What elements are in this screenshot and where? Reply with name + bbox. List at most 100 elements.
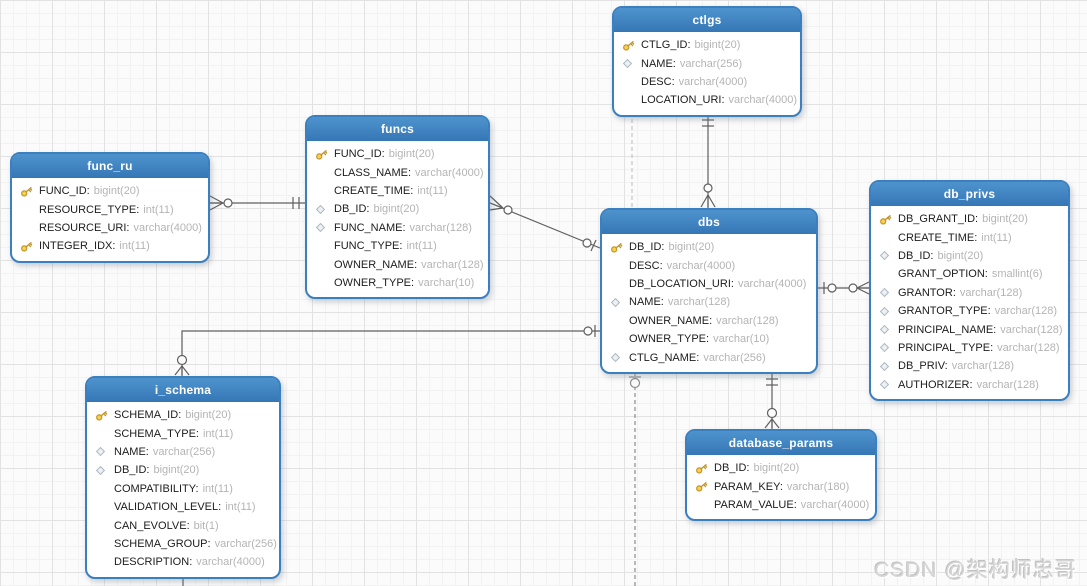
table-funcs[interactable]: funcsFUNC_IDbigint(20)CLASS_NAMEvarchar(…: [305, 115, 490, 300]
column-name: CREATE_TIME: [898, 232, 977, 244]
key-icon-slot: [609, 240, 629, 255]
column-row[interactable]: DB_IDbigint(20): [307, 200, 488, 218]
column-type: bigint(20): [753, 462, 800, 475]
column-row[interactable]: NAMEvarchar(256): [87, 443, 279, 461]
table-columns: DB_ID bigint(20) PARAM_KEYvarchar(180)PARA…: [687, 455, 875, 519]
column-name: CREATE_TIME: [334, 185, 413, 197]
column-name: PRINCIPAL_TYPE: [898, 342, 993, 354]
column-row[interactable]: DB_PRIVvarchar(128): [871, 357, 1068, 375]
column-row[interactable]: GRANTORvarchar(128): [871, 284, 1068, 302]
column-row[interactable]: CAN_EVOLVEbit(1): [87, 516, 279, 534]
column-row[interactable]: OWNER_TYPEvarchar(10): [602, 330, 816, 348]
column-row[interactable]: VALIDATION_LEVELint(11): [87, 498, 279, 516]
column-row[interactable]: OWNER_TYPEvarchar(10): [307, 274, 488, 292]
column-type: varchar(10): [713, 333, 770, 346]
column-row[interactable]: CLASS_NAME varchar(4000): [307, 163, 488, 181]
column-name: FUNC_NAME: [334, 222, 406, 234]
column-row[interactable]: DESCRIPTIONvarchar(4000): [87, 553, 279, 571]
column-row[interactable]: LOCATION_URIvarchar(4000): [614, 91, 800, 109]
column-row[interactable]: INTEGER_IDXint(11): [12, 237, 208, 255]
table-columns: DB_IDbigint(20)DESCvarchar(4000)DB_LOCAT…: [602, 234, 816, 372]
key-icon-slot: [94, 408, 114, 423]
column-row[interactable]: PARAM_VALUEvarchar(4000): [687, 496, 875, 514]
column-row[interactable]: SCHEMA_GROUPvarchar(256): [87, 535, 279, 553]
column-type: int(11): [202, 427, 234, 440]
column-row[interactable]: RESOURCE_TYPEint(11): [12, 200, 208, 218]
column-row[interactable]: CTLG_IDbigint(20): [614, 36, 800, 54]
table-func_ru[interactable]: func_ruFUNC_IDbigint(20)RESOURCE_TYPEint…: [10, 152, 210, 263]
column-name: OWNER_TYPE: [334, 277, 414, 289]
column-type: bigint(20): [93, 185, 140, 198]
column-row[interactable]: RESOURCE_URIvarchar(4000): [12, 219, 208, 237]
column-name: OWNER_NAME: [629, 315, 712, 327]
column-row[interactable]: DB_ID bigint(20): [687, 459, 875, 477]
column-row[interactable]: FUNC_IDbigint(20): [307, 145, 488, 163]
table-ctlgs[interactable]: ctlgsCTLG_IDbigint(20)NAMEvarchar(256)DE…: [612, 6, 802, 117]
column-type: varchar(128): [409, 221, 472, 234]
key-icon: [696, 463, 708, 474]
column-name: CTLG_ID: [641, 39, 691, 51]
column-row[interactable]: DB_GRANT_IDbigint(20): [871, 210, 1068, 228]
column-row[interactable]: OWNER_NAME varchar(128): [602, 312, 816, 330]
column-name: CLASS_NAME: [334, 167, 411, 179]
column-row[interactable]: AUTHORIZERvarchar(128): [871, 376, 1068, 394]
table-database_params[interactable]: database_paramsDB_IDbigint(20)PARAM_KEYv…: [685, 429, 877, 522]
column-name: DB_GRANT_ID: [898, 213, 978, 225]
column-row[interactable]: DB_IDbigint(20): [87, 461, 279, 479]
relationship-ctlgs-dbs[interactable]: [700, 112, 716, 208]
column-row[interactable]: FUNC_TYPEint(11): [307, 237, 488, 255]
column-row[interactable]: SCHEMA_IDbigint(20): [87, 406, 279, 424]
diamond-icon: [622, 58, 633, 69]
column-row[interactable]: DB_IDbigint(20): [871, 247, 1068, 265]
relationship-dbs-db_privs[interactable]: [818, 281, 870, 295]
key-icon: [623, 40, 635, 51]
column-type: varchar(128): [716, 314, 779, 327]
table-db_privs[interactable]: db_privsDB_GRANT_IDbigint(20)CREATE_TIME…: [869, 180, 1070, 401]
column-name: DB_ID: [714, 462, 749, 474]
column-row[interactable]: DESCvarchar(4000): [614, 73, 800, 91]
column-row[interactable]: SCHEMA_TYPEint(11): [87, 424, 279, 442]
relationship-dbs-database_params[interactable]: [764, 372, 780, 429]
column-row[interactable]: NAMEvarchar(256): [614, 54, 800, 72]
column-name: SCHEMA_TYPE: [114, 428, 199, 440]
column-row[interactable]: FUNC_NAMEvarchar(128): [307, 219, 488, 237]
table-columns: FUNC_IDbigint(20) CLASS_NAME varchar(4000)…: [307, 141, 488, 297]
table-title: i_schema: [87, 378, 279, 402]
table-title: ctlgs: [614, 8, 800, 32]
table-columns: SCHEMA_IDbigint(20)SCHEMA_TYPEint(11)NAM…: [87, 402, 279, 577]
column-type: varchar(4000): [415, 166, 484, 179]
diamond-icon-slot: [609, 296, 629, 309]
column-row[interactable]: GRANTOR_TYPEvarchar(128): [871, 302, 1068, 320]
table-dbs[interactable]: dbsDB_IDbigint(20)DESCvarchar(4000)DB_LO…: [600, 208, 818, 374]
relationship-funcs-dbs[interactable]: [489, 195, 601, 252]
column-row[interactable]: COMPATIBILITYint(11): [87, 480, 279, 498]
relationship-func_ru-funcs[interactable]: [209, 195, 305, 211]
column-row[interactable]: DB_IDbigint(20): [602, 238, 816, 256]
column-type: varchar(180): [786, 480, 850, 493]
column-row[interactable]: FUNC_IDbigint(20): [12, 182, 208, 200]
column-type: varchar(128): [976, 378, 1039, 391]
key-icon: [96, 410, 108, 421]
table-i_schema[interactable]: i_schemaSCHEMA_IDbigint(20)SCHEMA_TYPEin…: [85, 376, 281, 579]
relationship-i_schema-dbs[interactable]: [174, 325, 600, 376]
column-row[interactable]: OWNER_NAMEvarchar(128): [307, 255, 488, 273]
column-name: DB_LOCATION_URI: [629, 278, 734, 290]
column-row[interactable]: DESCvarchar(4000): [602, 256, 816, 274]
column-row[interactable]: CREATE_TIMEint(11): [871, 228, 1068, 246]
column-name: OWNER_NAME: [334, 259, 417, 271]
table-columns: DB_GRANT_IDbigint(20)CREATE_TIMEint(11)D…: [871, 206, 1068, 399]
column-name: GRANTOR_TYPE: [898, 305, 991, 317]
column-row[interactable]: CTLG_NAMEvarchar(256): [602, 348, 816, 366]
column-row[interactable]: NAMEvarchar(128): [602, 293, 816, 311]
column-row[interactable]: GRANT_OPTIONsmallint(6): [871, 265, 1068, 283]
diamond-icon-slot: [878, 341, 898, 354]
watermark: CSDN @架构师忠哥: [874, 559, 1077, 582]
column-row[interactable]: PARAM_KEYvarchar(180): [687, 477, 875, 495]
column-row[interactable]: PRINCIPAL_NAMEvarchar(128): [871, 320, 1068, 338]
column-row[interactable]: CREATE_TIME int(11): [307, 182, 488, 200]
column-row[interactable]: DB_LOCATION_URIvarchar(4000): [602, 275, 816, 293]
column-row[interactable]: PRINCIPAL_TYPEvarchar(128): [871, 339, 1068, 357]
column-name: COMPATIBILITY: [114, 483, 199, 495]
column-type: int(11): [417, 184, 448, 197]
relationship-dbs-offscreen-bottom[interactable]: [629, 372, 641, 586]
